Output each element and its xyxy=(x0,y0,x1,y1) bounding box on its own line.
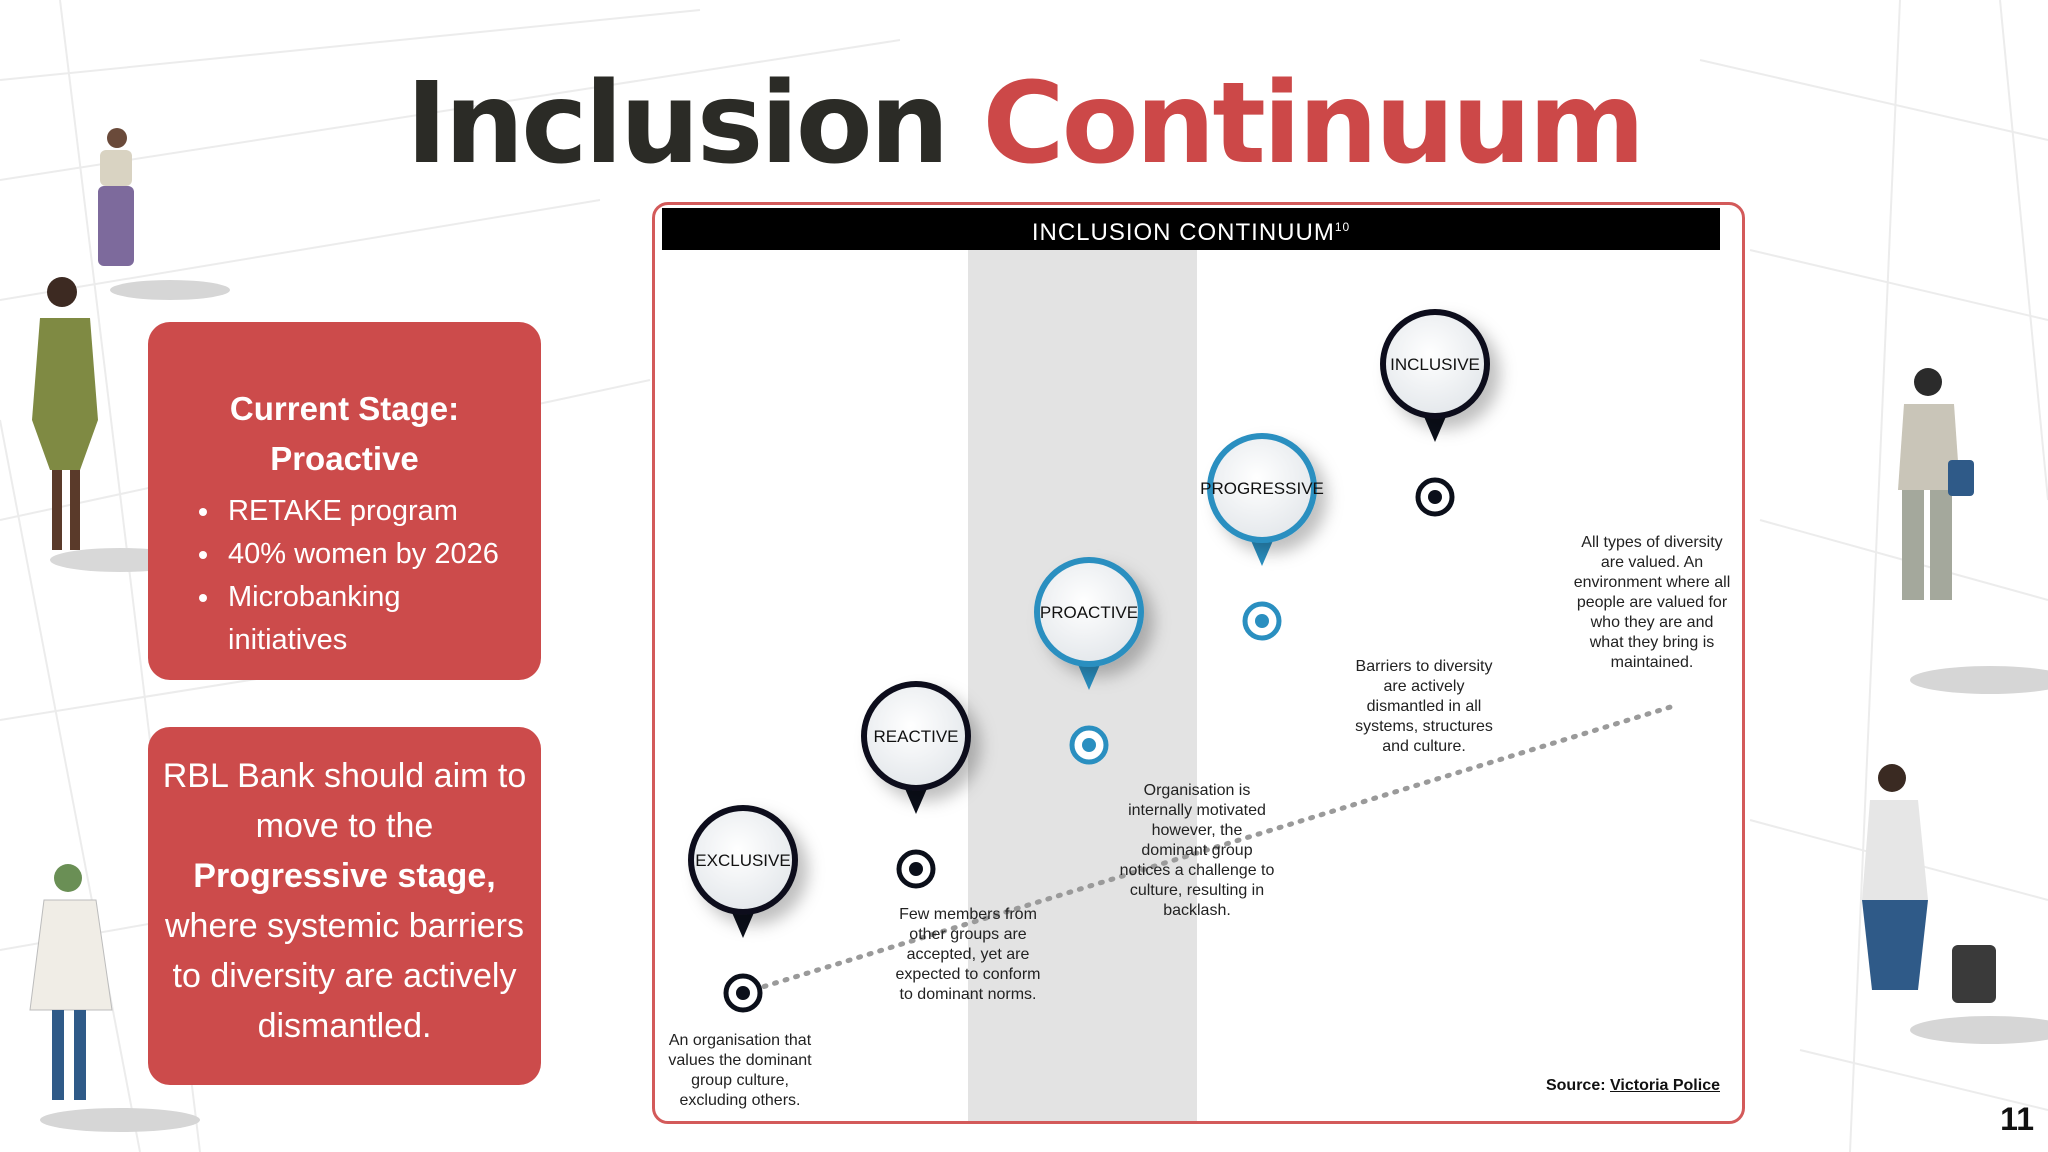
diagram-header: INCLUSION CONTINUUM10 xyxy=(662,208,1720,250)
stage-description-reactive: Few members from other groups are accept… xyxy=(895,906,1041,1003)
stage-inclusive: INCLUSIVE xyxy=(1380,309,1490,517)
stage-progressive: PROGRESSIVE xyxy=(1200,433,1324,641)
bullet-item: RETAKE program xyxy=(222,490,517,533)
stage-dot-center xyxy=(909,862,923,876)
stage-label: EXCLUSIVE xyxy=(695,851,790,870)
source-label: Source: xyxy=(1545,1077,1606,1094)
page-title: Inclusion Continuum xyxy=(0,68,2048,180)
figure-woman-striped-shirt xyxy=(1898,368,2048,694)
stage-reactive: REACTIVE xyxy=(861,681,971,889)
diagram-header-superscript: 10 xyxy=(1334,220,1351,234)
stage-exclusive: EXCLUSIVE xyxy=(688,805,798,1013)
bullet-item: 40% women by 2026 xyxy=(222,533,517,576)
stage-dot-center xyxy=(736,986,750,1000)
stage-label: PROGRESSIVE xyxy=(1200,479,1324,498)
continuum-diagram-frame: INCLUSION CONTINUUM10 EXCLUSIVE REACTIVE P… xyxy=(652,202,1745,1124)
progression-dotted-line xyxy=(740,702,1680,996)
highlight-band xyxy=(968,250,1197,1121)
current-stage-heading-line2: Proactive xyxy=(270,440,419,477)
figure-flight-attendant xyxy=(1862,764,2048,1044)
stage-pointer xyxy=(1422,412,1448,442)
stage-bubble xyxy=(688,805,798,915)
stage-dot-center xyxy=(1082,738,1096,752)
figure-woman-holding-plant xyxy=(98,128,230,300)
stage-bubble xyxy=(1380,309,1490,419)
stage-description-exclusive: An organisation that values the dominant… xyxy=(668,1032,812,1109)
diagram-header-text: INCLUSION CONTINUUM xyxy=(1031,219,1335,246)
page-number: 11 xyxy=(2000,1101,2034,1137)
recommendation-bold: Progressive stage, xyxy=(193,857,496,895)
stage-label: REACTIVE xyxy=(873,727,958,746)
figure-doctor xyxy=(29,864,200,1132)
stage-pointer xyxy=(730,908,756,938)
stage-bubble xyxy=(861,681,971,791)
recommendation-card: RBL Bank should aim to move to the Progr… xyxy=(148,727,541,1085)
stage-bubble xyxy=(1034,557,1144,667)
title-part-red: Continuum xyxy=(982,59,1645,189)
current-stage-bullets: RETAKE program 40% women by 2026 Microba… xyxy=(196,490,517,662)
recommendation-text-before: RBL Bank should aim to move to the xyxy=(162,757,527,845)
stage-pointer xyxy=(1249,536,1275,566)
current-stage-card: Current Stage: Proactive RETAKE program … xyxy=(148,322,541,680)
stage-description-inclusive: All types of diversity are valued. An en… xyxy=(1573,534,1731,671)
stage-pointer xyxy=(1076,660,1102,690)
stage-label: PROACTIVE xyxy=(1040,603,1138,622)
stage-description-proactive: Organisation is internally motivated how… xyxy=(1119,782,1275,919)
stage-dot-center xyxy=(1255,614,1269,628)
continuum-steps: EXCLUSIVE REACTIVE PROACTIVE PROGRESSIVE INC… xyxy=(688,309,1680,1013)
bullet-item: Microbanking initiatives xyxy=(222,576,517,662)
stage-description-progressive: Barriers to diversity are actively disma… xyxy=(1355,658,1493,755)
stage-pointer xyxy=(903,784,929,814)
stage-dot-center xyxy=(1428,490,1442,504)
title-part-dark: Inclusion xyxy=(405,59,950,189)
stage-proactive: PROACTIVE xyxy=(1034,557,1144,765)
source-credit: Source: Victoria Police xyxy=(1546,1077,1720,1095)
current-stage-heading-line1: Current Stage: xyxy=(229,390,460,427)
source-link[interactable]: Victoria Police xyxy=(1610,1077,1720,1094)
stage-bubble xyxy=(1207,433,1317,543)
recommendation-text-after: where systemic barriers to diversity are… xyxy=(165,907,524,1045)
stage-label: INCLUSIVE xyxy=(1390,355,1480,374)
